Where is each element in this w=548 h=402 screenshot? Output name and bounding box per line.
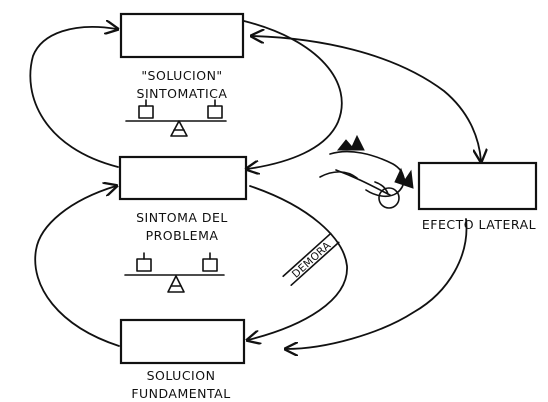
- arrow-symptomatic-to-side-effect: [252, 36, 481, 161]
- arrow-side-effect-to-fundamental: [286, 218, 468, 349]
- delay-label: DEMORA: [290, 239, 334, 280]
- symptomatic-label-line-2: SINTOMATICA: [137, 86, 228, 101]
- rolling-ball: [378, 187, 400, 209]
- fundamental-label-line-1: SOLUCION: [147, 368, 216, 383]
- symptomatic-solution-box: [119, 12, 245, 59]
- side-effect-label: EFECTO LATERAL: [422, 217, 536, 232]
- fundamental-label-line-2: FUNDAMENTAL: [131, 386, 230, 401]
- arrow-fundamental-to-problem: [34, 186, 120, 347]
- arrow-problem-to-fundamental: [248, 185, 348, 340]
- lower-balance-scale-icon: [124, 252, 225, 293]
- tree-icon-left: [336, 134, 365, 151]
- tree-icon-right: [394, 167, 414, 189]
- problem-symptom-box: [118, 155, 248, 201]
- problem-label-line-2: PROBLEMA: [146, 228, 219, 243]
- symptomatic-label-line-1: "SOLUCION": [141, 68, 222, 83]
- fundamental-solution-box: [119, 318, 246, 365]
- hill-rolling-line: [335, 169, 391, 196]
- arrow-problem-to-symptomatic: [29, 27, 118, 168]
- delay-marker: DEMORA: [282, 232, 340, 286]
- ball-detail: [374, 181, 389, 195]
- side-effect-box: [417, 161, 538, 211]
- upper-balance-scale-icon: [125, 99, 227, 137]
- problem-label-line-1: SINTOMA DEL: [136, 210, 228, 225]
- hill-illustration: [319, 134, 414, 209]
